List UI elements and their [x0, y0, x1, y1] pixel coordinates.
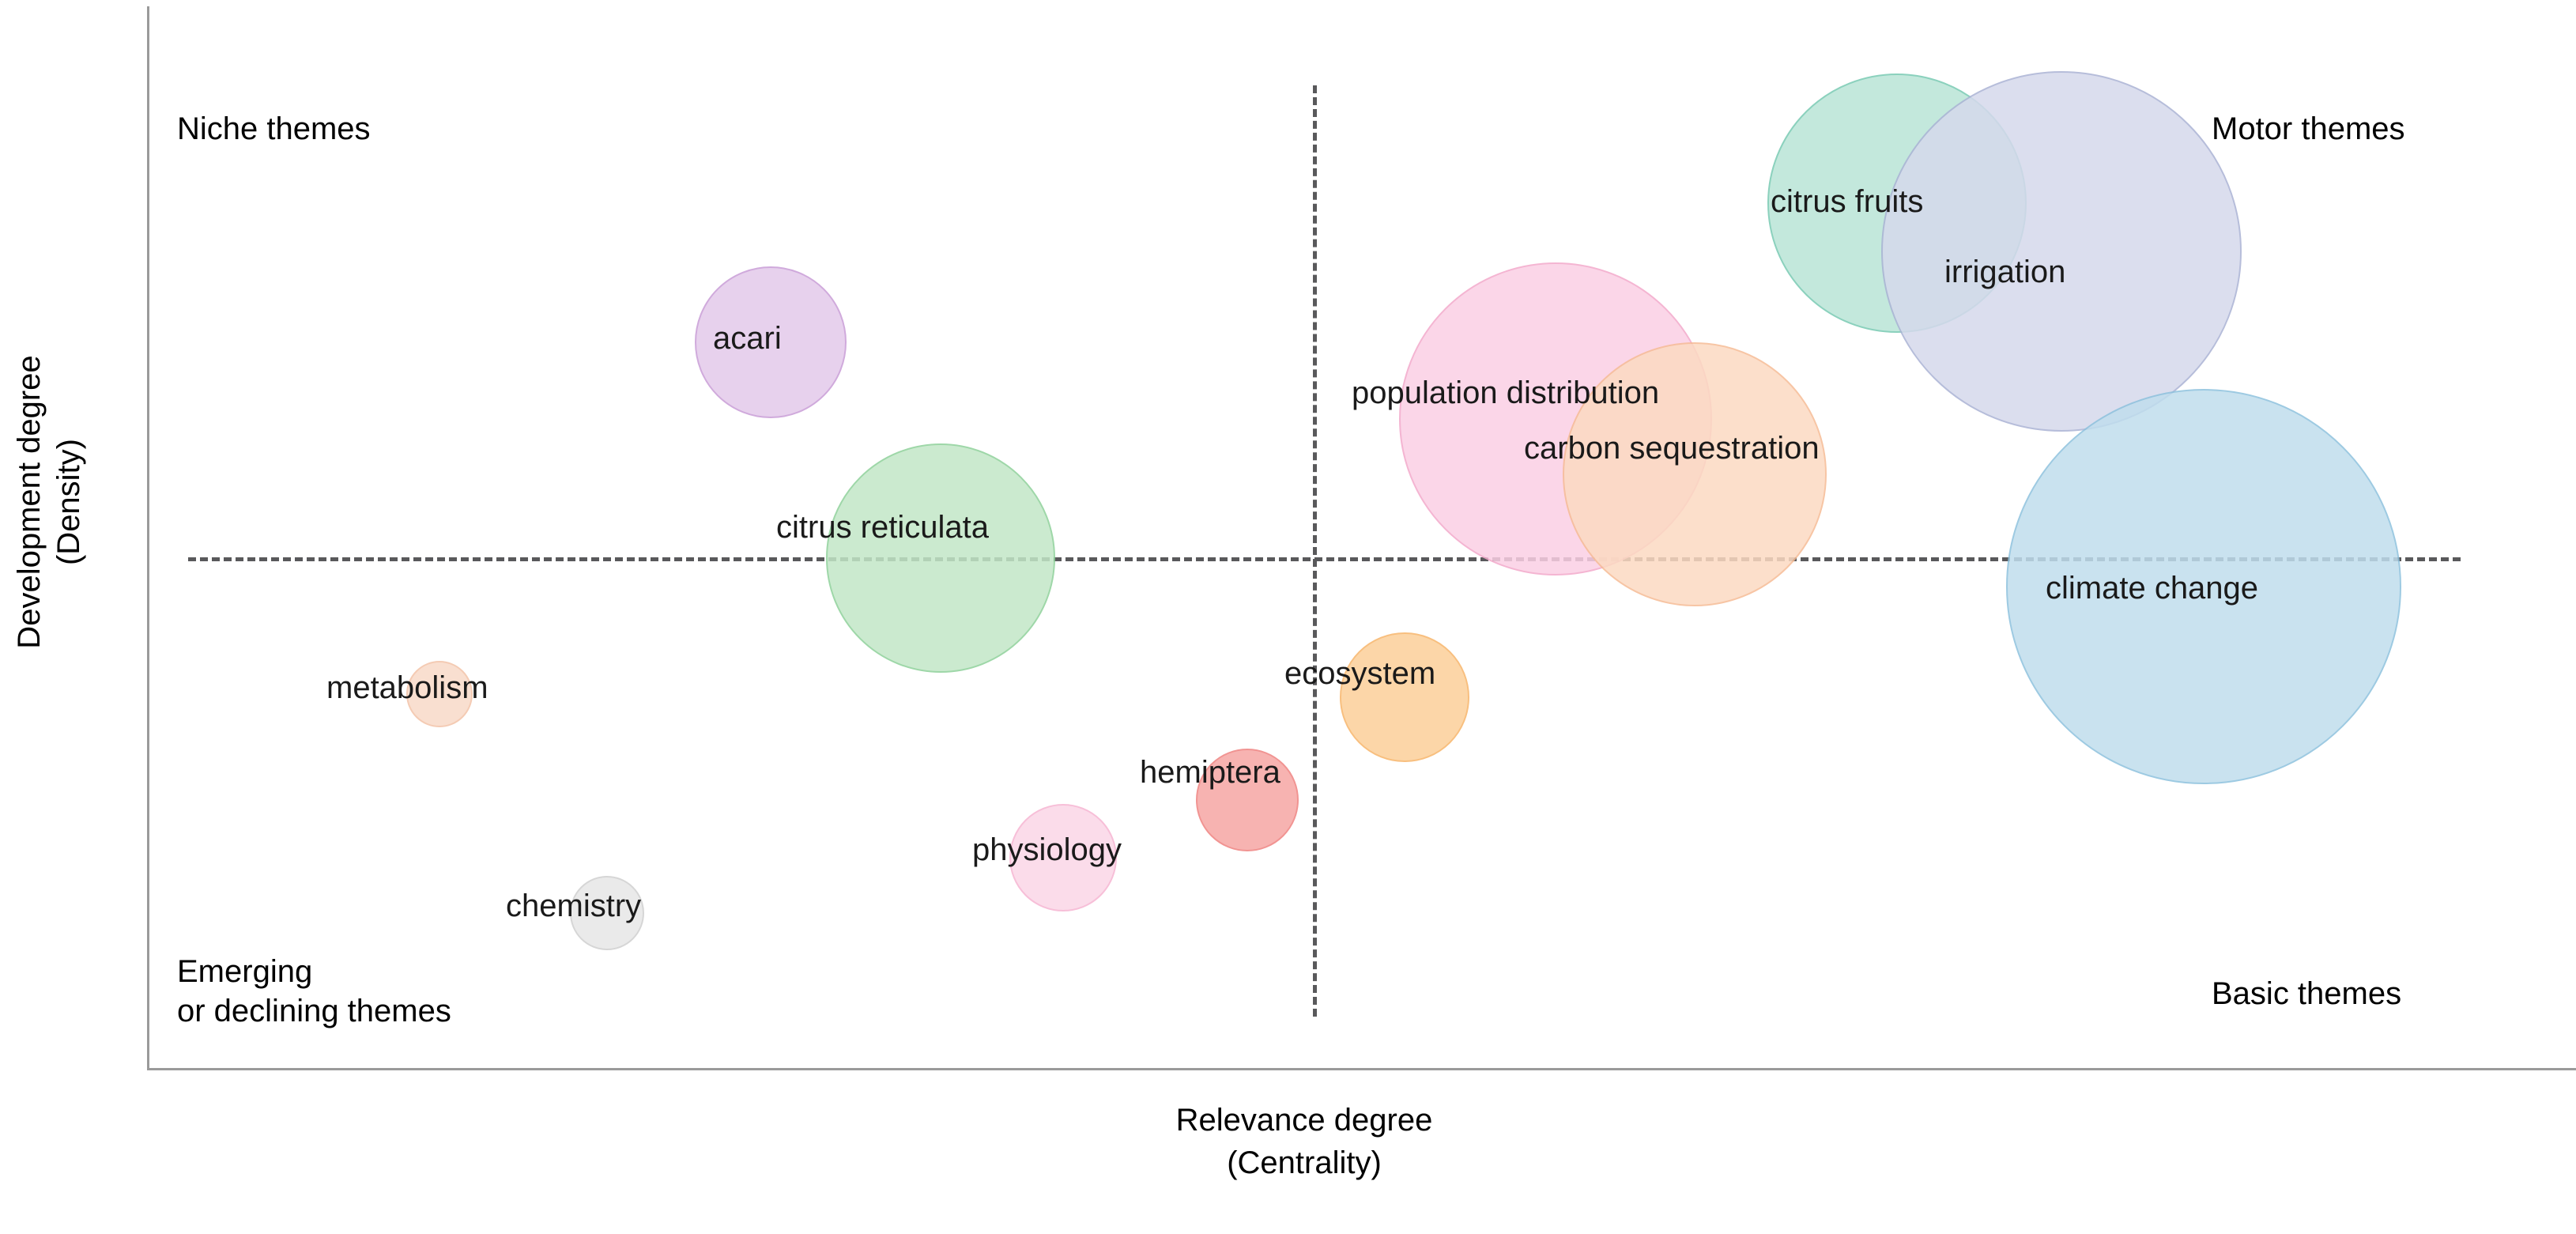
bubble-climate-change[interactable]: [2006, 389, 2401, 784]
y-axis-line: [147, 6, 149, 1070]
bubble-physiology[interactable]: [1009, 804, 1117, 911]
quadrant-label-basic-themes: Basic themes: [2212, 976, 2402, 1011]
bubble-label-chemistry: chemistry: [506, 889, 642, 923]
quadrant-label-emerging-or-declining-themes: Emerging or declining themes: [177, 954, 451, 1028]
bubble-label-climate-change: climate change: [2046, 571, 2259, 606]
quadrant-label-niche-themes: Niche themes: [177, 111, 371, 146]
bubble-label-irrigation: irrigation: [1944, 255, 2066, 289]
bubble-label-metabolism: metabolism: [326, 670, 488, 705]
bubble-label-acari: acari: [713, 321, 782, 356]
density-median-dashed-line: [188, 557, 2461, 561]
bubble-ecosystem[interactable]: [1340, 632, 1469, 762]
bubble-label-physiology: physiology: [972, 832, 1122, 867]
bubble-metabolism[interactable]: [406, 661, 473, 727]
x-axis-line: [147, 1068, 2576, 1070]
bubble-chemistry[interactable]: [570, 876, 644, 950]
bubble-label-citrus-fruits: citrus fruits: [1771, 184, 1924, 219]
bubble-label-ecosystem: ecosystem: [1284, 656, 1436, 691]
x-axis-title: Relevance degree (Centrality): [1175, 1103, 1433, 1180]
bubble-acari[interactable]: [695, 266, 847, 418]
bubble-label-carbon-sequestration: carbon sequestration: [1524, 431, 1820, 466]
bubble-irrigation[interactable]: [1881, 71, 2242, 432]
quadrant-label-motor-themes: Motor themes: [2212, 111, 2405, 146]
bubble-label-hemiptera: hemiptera: [1140, 755, 1280, 790]
centrality-median-dashed-line: [1313, 85, 1317, 1017]
y-axis-title: Development degree (Density): [12, 355, 86, 649]
bubble-label-citrus-reticulata: citrus reticulata: [776, 510, 989, 545]
bubble-carbon-sequestration[interactable]: [1563, 342, 1827, 606]
bubble-hemiptera[interactable]: [1196, 749, 1299, 851]
bubble-citrus-reticulata[interactable]: [826, 443, 1055, 673]
bubble-label-population-distribution: population distribution: [1352, 375, 1660, 410]
